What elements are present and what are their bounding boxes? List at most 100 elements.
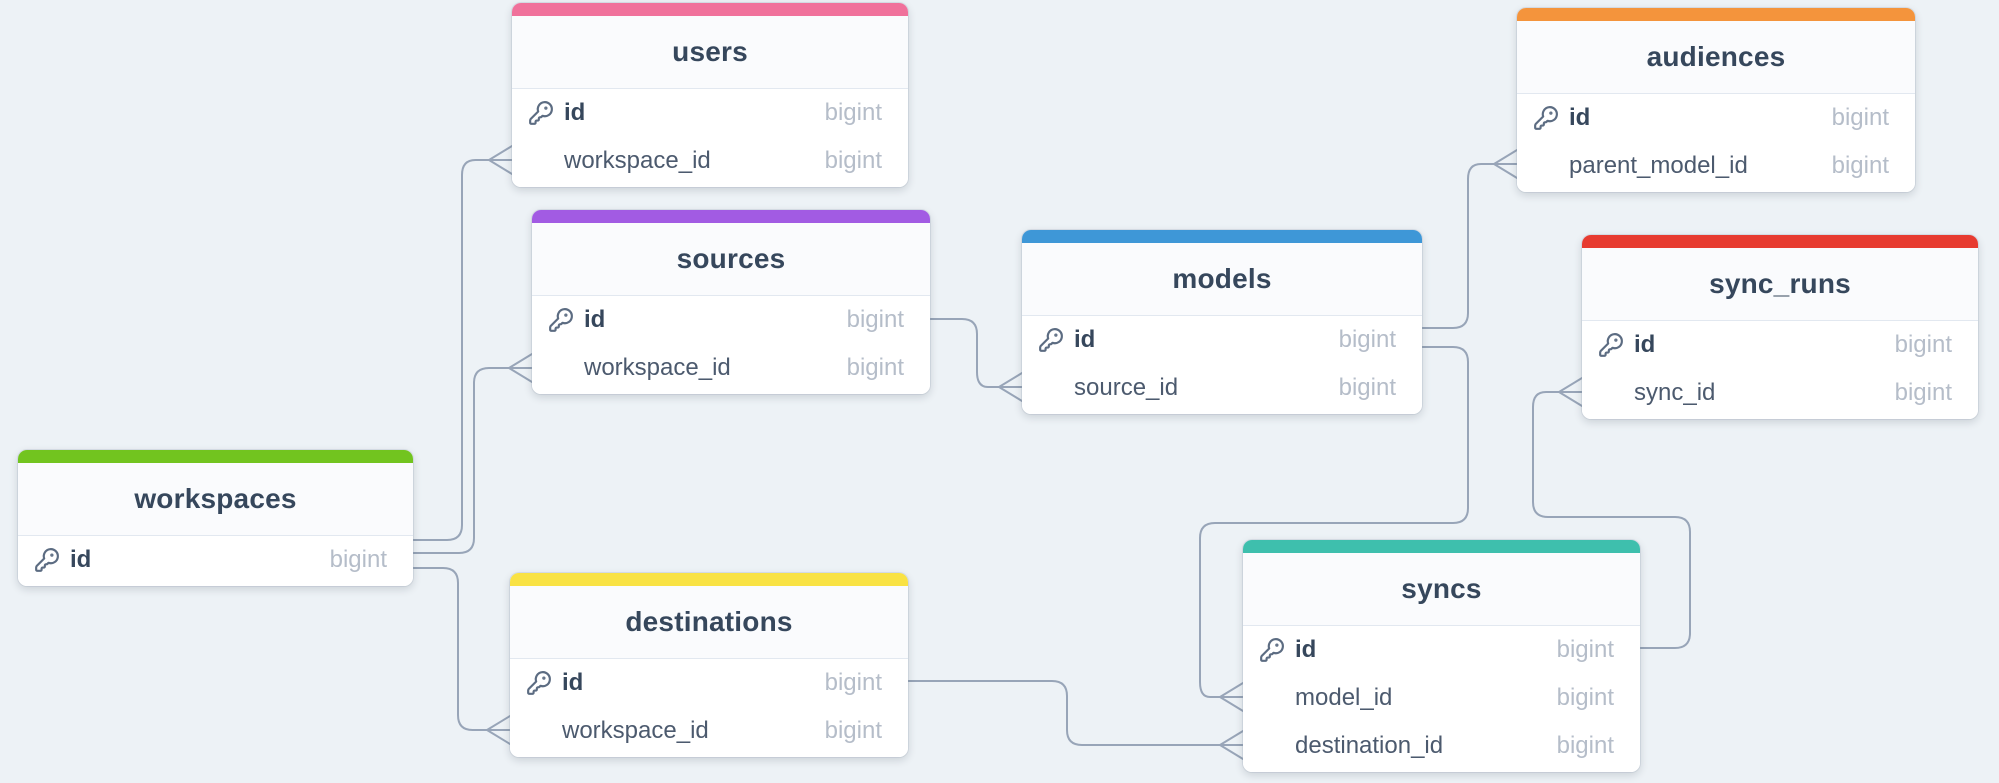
key-icon (548, 307, 574, 333)
crow-foot-icon (1219, 696, 1244, 712)
table-title: workspaces (18, 463, 413, 536)
table-accent-bar (1022, 230, 1422, 243)
column-name: id (1295, 636, 1317, 663)
table-title: destinations (510, 586, 908, 659)
crow-foot-icon (488, 159, 513, 175)
crow-foot-icon (998, 386, 1023, 402)
column-type: bigint (1556, 636, 1614, 663)
column-row-destination_id[interactable]: destination_id bigint (1243, 722, 1640, 770)
key-icon (526, 670, 552, 696)
column-name: parent_model_id (1569, 152, 1748, 179)
table-title: models (1022, 243, 1422, 316)
key-icon (528, 100, 554, 126)
column-type: bigint (824, 147, 882, 174)
column-type: bigint (1894, 379, 1952, 406)
column-row-workspace_id[interactable]: workspace_id bigint (510, 707, 908, 755)
column-name: workspace_id (562, 717, 709, 744)
key-icon (1598, 332, 1624, 358)
column-type: bigint (1338, 326, 1396, 353)
table-title: sync_runs (1582, 248, 1978, 321)
crow-foot-icon (486, 729, 511, 745)
crow-foot-icon (508, 367, 533, 383)
column-row-id[interactable]: id bigint (1022, 316, 1422, 364)
column-row-sync_id[interactable]: sync_id bigint (1582, 369, 1978, 417)
column-type: bigint (329, 546, 387, 573)
column-row-id[interactable]: id bigint (18, 536, 413, 584)
column-type: bigint (846, 306, 904, 333)
column-type: bigint (824, 717, 882, 744)
column-name: workspace_id (584, 354, 731, 381)
crow-foot-icon (508, 353, 533, 369)
relationship-syncs-to-sync_runs (1532, 377, 1691, 649)
table-workspaces[interactable]: workspaces id bigint (18, 450, 413, 586)
column-row-parent_model_id[interactable]: parent_model_id bigint (1517, 142, 1915, 190)
column-name: destination_id (1295, 732, 1444, 759)
table-destinations[interactable]: destinations id bigint workspace_id bigint (510, 573, 908, 757)
table-accent-bar (1582, 235, 1978, 248)
relationship-workspaces-to-users (412, 145, 513, 541)
column-type: bigint (1831, 104, 1889, 131)
crow-foot-icon (486, 715, 511, 731)
column-type: bigint (1894, 331, 1952, 358)
column-name: sync_id (1634, 379, 1716, 406)
key-icon (1038, 327, 1064, 353)
relationship-destinations-to-syncs (907, 680, 1244, 760)
column-row-id[interactable]: id bigint (510, 659, 908, 707)
column-type: bigint (1556, 732, 1614, 759)
column-row-workspace_id[interactable]: workspace_id bigint (512, 137, 908, 185)
column-name: id (1634, 331, 1656, 358)
table-columns: id bigint sync_id bigint (1582, 321, 1978, 419)
column-row-id[interactable]: id bigint (1517, 94, 1915, 142)
column-name: id (1074, 326, 1096, 353)
column-row-model_id[interactable]: model_id bigint (1243, 674, 1640, 722)
table-title: sources (532, 223, 930, 296)
column-name: workspace_id (564, 147, 711, 174)
relationship-models-to-audiences (1421, 149, 1518, 329)
table-accent-bar (18, 450, 413, 463)
column-type: bigint (824, 669, 882, 696)
relationship-workspaces-to-sources (412, 353, 533, 554)
column-name: model_id (1295, 684, 1393, 711)
column-name: id (70, 546, 92, 573)
crow-foot-icon (1219, 730, 1244, 746)
key-icon (1533, 105, 1559, 131)
table-accent-bar (532, 210, 930, 223)
crow-foot-icon (1493, 163, 1518, 179)
crow-foot-icon (1493, 149, 1518, 165)
crow-foot-icon (1219, 682, 1244, 698)
relationship-workspaces-to-destinations (412, 567, 511, 745)
column-type: bigint (1556, 684, 1614, 711)
table-accent-bar (1243, 540, 1640, 553)
column-name: id (562, 669, 584, 696)
crow-foot-icon (1558, 377, 1583, 393)
table-accent-bar (512, 3, 908, 16)
crow-foot-icon (1219, 744, 1244, 760)
crow-foot-icon (488, 145, 513, 161)
column-row-id[interactable]: id bigint (1582, 321, 1978, 369)
key-icon (34, 547, 60, 573)
column-row-id[interactable]: id bigint (1243, 626, 1640, 674)
table-title: syncs (1243, 553, 1640, 626)
key-icon (1259, 637, 1285, 663)
relationship-sources-to-models (929, 318, 1023, 402)
column-type: bigint (1338, 374, 1396, 401)
column-name: id (1569, 104, 1591, 131)
table-columns: id bigint (18, 536, 413, 586)
column-type: bigint (1831, 152, 1889, 179)
